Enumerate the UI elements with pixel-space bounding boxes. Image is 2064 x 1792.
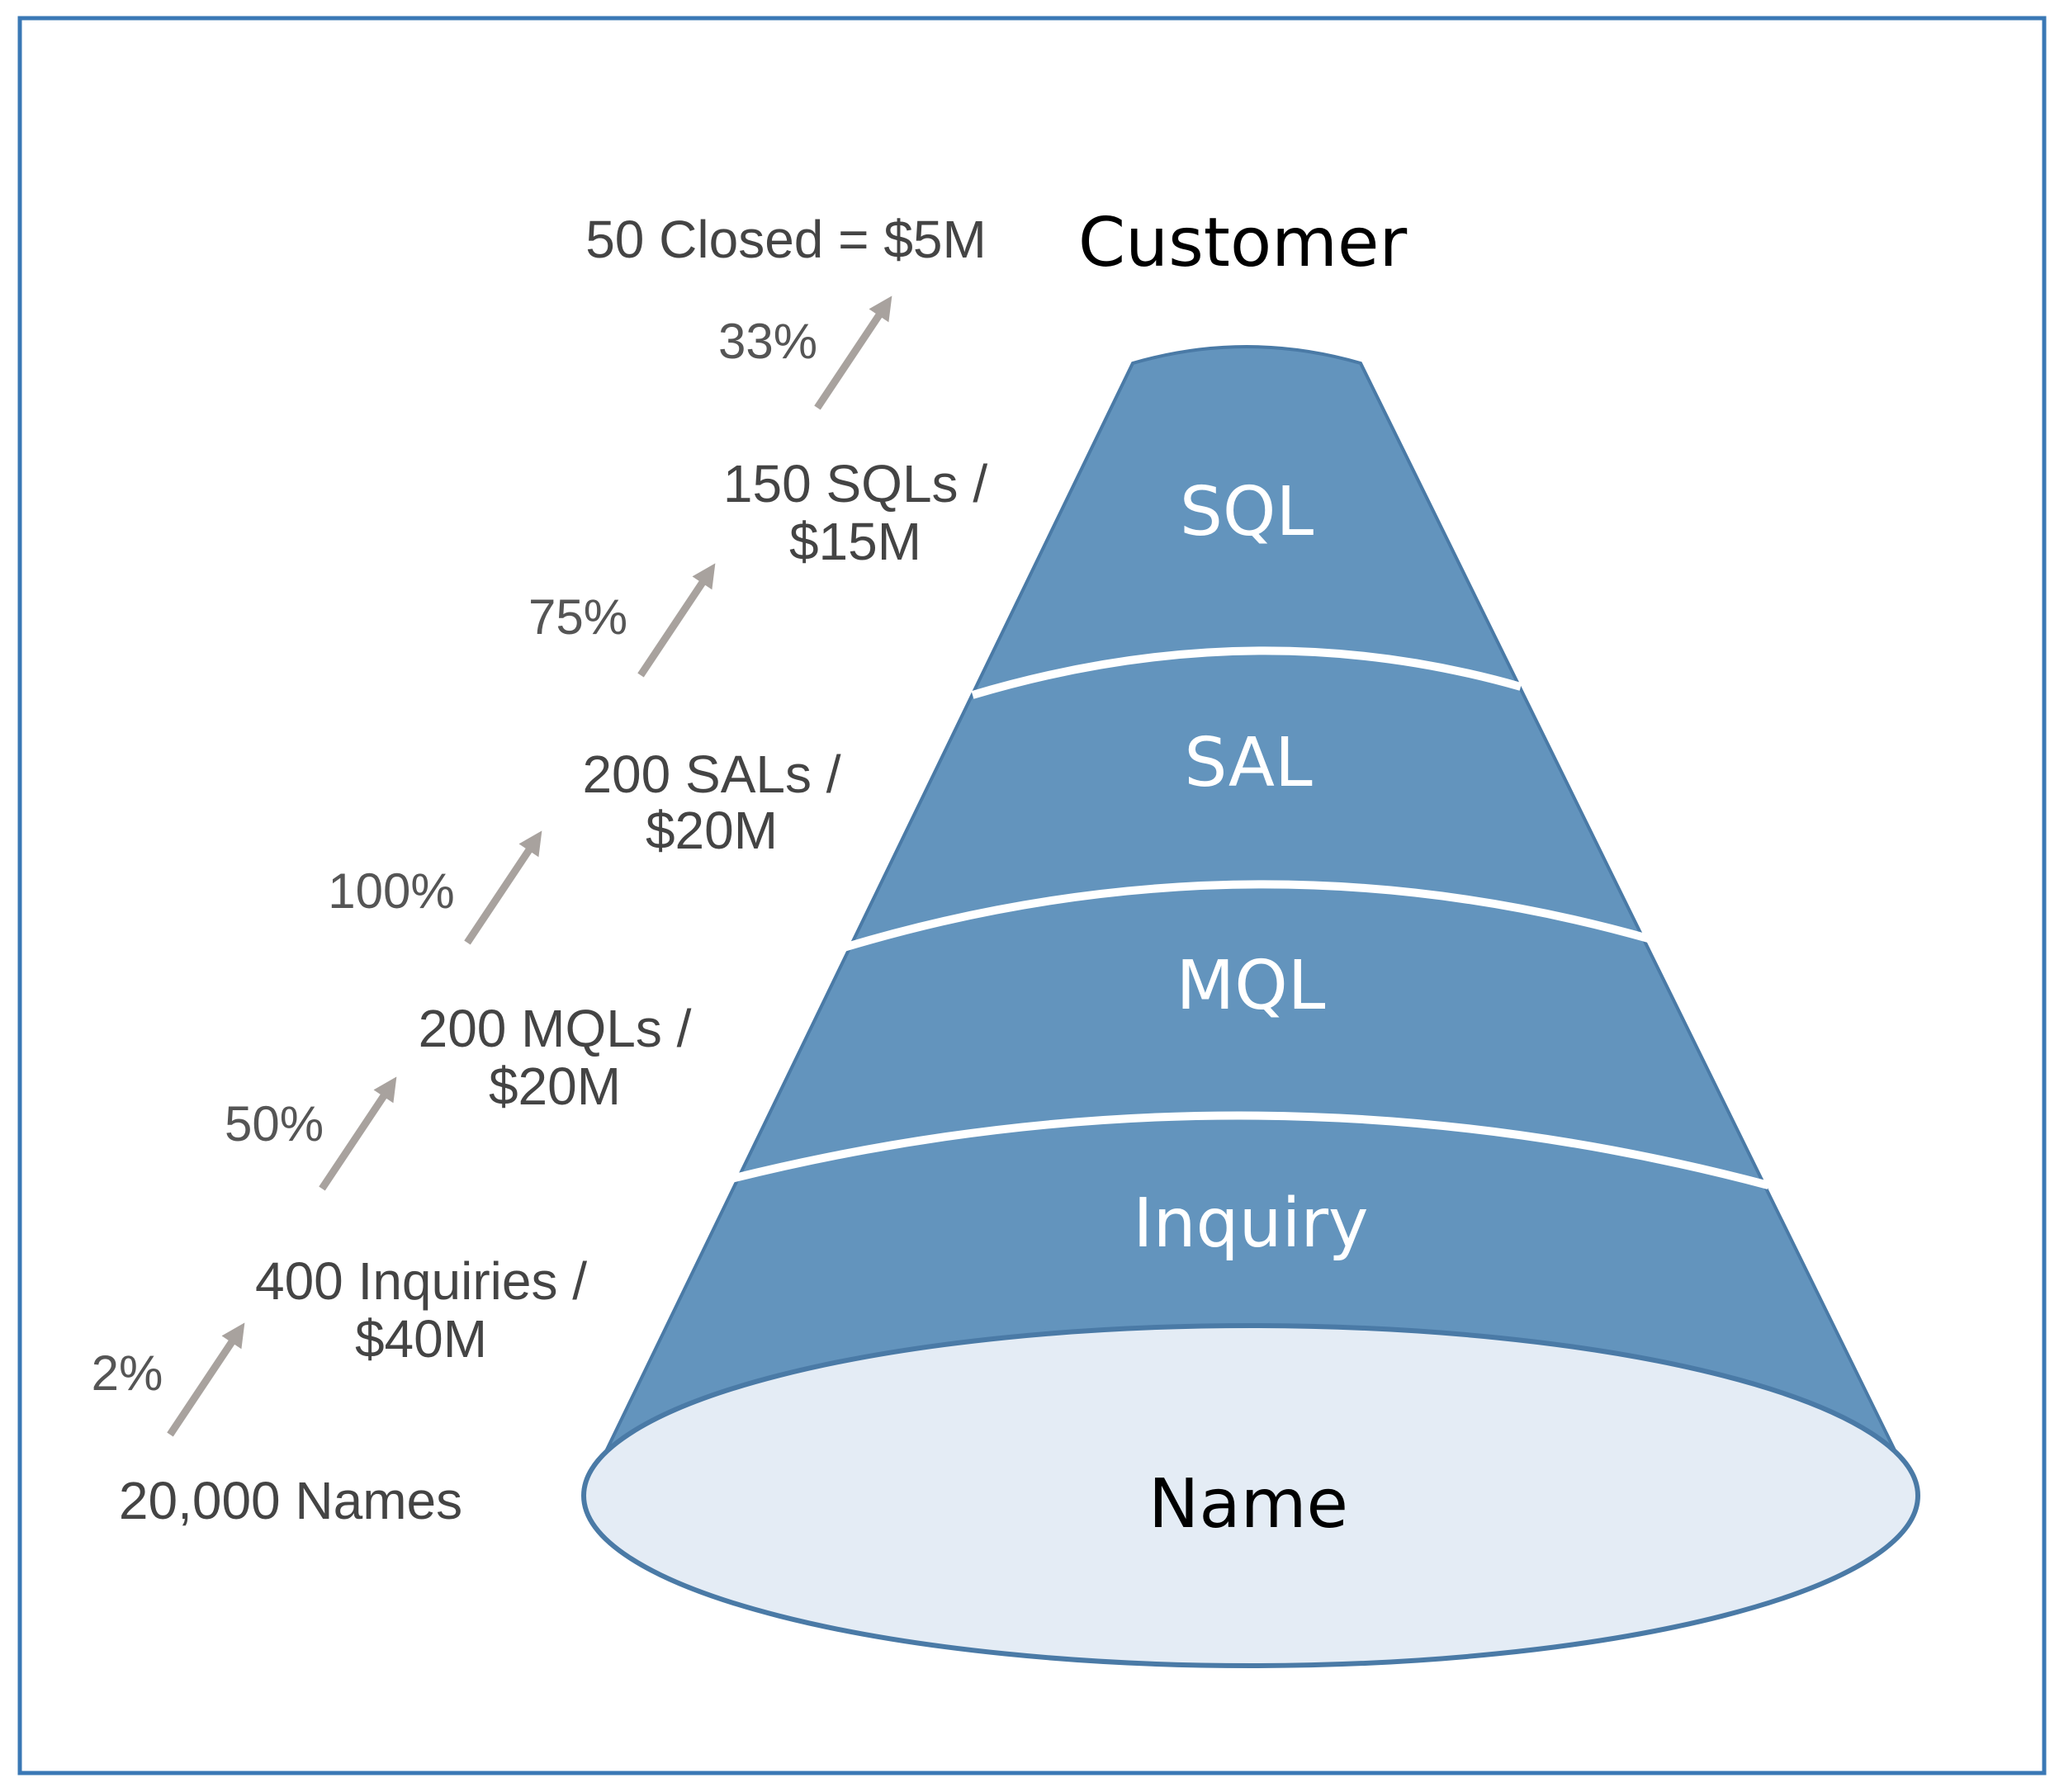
rate-mql-to-sal: 100% — [328, 863, 454, 919]
metric-mql-line1: 200 MQLs / — [419, 999, 692, 1058]
metric-sql-line2: $15M — [789, 512, 921, 571]
divider-sal-mql — [842, 880, 1653, 952]
metric-sql-line1: 150 SQLs / — [723, 454, 987, 513]
divider-sql-sal — [971, 646, 1522, 699]
arrow-up-right-icon — [464, 830, 542, 945]
metric-sal-line2: $20M — [646, 801, 778, 860]
metric-mql-line2: $20M — [489, 1057, 621, 1116]
metric-sal-line1: 200 SALs / — [582, 745, 840, 804]
stage-label-customer: Customer — [1078, 204, 1408, 282]
rate-name-to-inquiry: 2% — [92, 1345, 163, 1401]
stage-label-inquiry: Inquiry — [1133, 1184, 1368, 1263]
metric-inquiry-line1: 400 Inquiries / — [255, 1251, 587, 1311]
metric-closed: 50 Closed = $5M — [585, 210, 987, 269]
funnel-body — [581, 345, 1920, 1497]
rate-inquiry-to-mql: 50% — [225, 1096, 324, 1151]
stage-label-sal: SAL — [1184, 724, 1313, 802]
stage-label-name: Name — [1148, 1465, 1348, 1544]
rate-sql-to-closed: 33% — [718, 314, 817, 369]
arrow-up-right-icon — [167, 1322, 245, 1437]
funnel-base-name — [581, 1323, 1920, 1668]
arrow-up-right-icon — [814, 296, 892, 410]
stage-label-mql: MQL — [1176, 947, 1326, 1025]
metric-inquiry-line2: $40M — [355, 1309, 487, 1369]
metric-names: 20,000 Names — [119, 1471, 462, 1530]
divider-mql-inquiry — [723, 1111, 1770, 1189]
stage-label-sql: SQL — [1180, 473, 1314, 551]
arrow-up-right-icon — [637, 563, 716, 678]
arrow-up-right-icon — [319, 1076, 397, 1191]
rate-sal-to-sql: 75% — [528, 589, 627, 645]
